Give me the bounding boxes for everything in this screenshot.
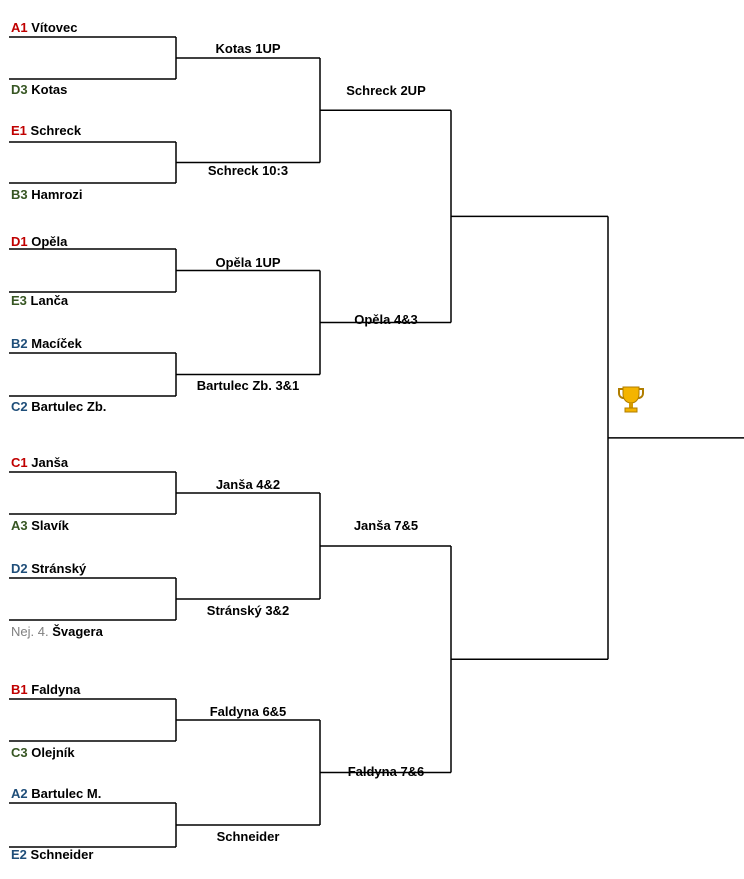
r1-result-5: Janša 4&2 — [215, 477, 281, 492]
player-name: Bartulec Zb. — [31, 399, 107, 414]
seed: E1 — [11, 123, 27, 138]
player-9: C1 Janša — [11, 455, 68, 471]
player-3: E1 Schreck — [11, 123, 81, 139]
player-14: C3 Olejník — [11, 745, 75, 761]
seed: C2 — [11, 399, 28, 414]
seed: A1 — [11, 20, 28, 35]
r2-result-1: Schreck 2UP — [346, 83, 426, 98]
player-name: Macíček — [31, 336, 82, 351]
player-12: Nej. 4. Švagera — [11, 624, 103, 640]
player-name: Vítovec — [31, 20, 78, 35]
player-6: E3 Lanča — [11, 293, 68, 309]
seed: A3 — [11, 518, 28, 533]
player-7: B2 Macíček — [11, 336, 82, 352]
player-15: A2 Bartulec M. — [11, 786, 101, 802]
r1-result-1: Kotas 1UP — [215, 41, 281, 56]
r1-result-7: Faldyna 6&5 — [209, 704, 287, 719]
player-name: Bartulec M. — [31, 786, 102, 801]
player-name: Stránský — [31, 561, 87, 576]
player-8: C2 Bartulec Zb. — [11, 399, 106, 415]
player-10: A3 Slavík — [11, 518, 69, 534]
player-name: Opěla — [31, 234, 68, 249]
seed: Nej. 4. — [11, 624, 49, 639]
r1-result-4: Bartulec Zb. 3&1 — [196, 378, 300, 393]
player-4: B3 Hamrozi — [11, 187, 83, 203]
r1-result-8: Schneider — [216, 829, 280, 844]
seed: B3 — [11, 187, 28, 202]
seed: D3 — [11, 82, 28, 97]
seed: B2 — [11, 336, 28, 351]
seed: D2 — [11, 561, 28, 576]
player-name: Faldyna — [31, 682, 81, 697]
seed: E2 — [11, 847, 27, 862]
r1-result-3: Opěla 1UP — [215, 255, 281, 270]
player-1: A1 Vítovec — [11, 20, 78, 36]
player-13: B1 Faldyna — [11, 682, 80, 698]
r2-result-4: Faldyna 7&6 — [347, 764, 425, 779]
seed: B1 — [11, 682, 28, 697]
player-name: Lanča — [30, 293, 69, 308]
player-name: Olejník — [31, 745, 75, 760]
r1-result-6: Stránský 3&2 — [206, 603, 290, 618]
player-name: Kotas — [31, 82, 68, 97]
seed: D1 — [11, 234, 28, 249]
r2-result-2: Opěla 4&3 — [354, 312, 418, 327]
seed: E3 — [11, 293, 27, 308]
player-16: E2 Schneider — [11, 847, 93, 863]
player-name: Hamrozi — [31, 187, 83, 202]
player-name: Schneider — [30, 847, 94, 862]
player-name: Janša — [31, 455, 69, 470]
seed: C3 — [11, 745, 28, 760]
r2-result-3: Janša 7&5 — [353, 518, 419, 533]
player-name: Švagera — [52, 624, 103, 639]
player-5: D1 Opěla — [11, 234, 67, 250]
seed: C1 — [11, 455, 28, 470]
player-name: Slavík — [31, 518, 69, 533]
player-11: D2 Stránský — [11, 561, 86, 577]
player-name: Schreck — [30, 123, 82, 138]
player-2: D3 Kotas — [11, 82, 67, 98]
trophy-icon — [618, 386, 644, 413]
r1-result-2: Schreck 10:3 — [207, 163, 289, 178]
seed: A2 — [11, 786, 28, 801]
